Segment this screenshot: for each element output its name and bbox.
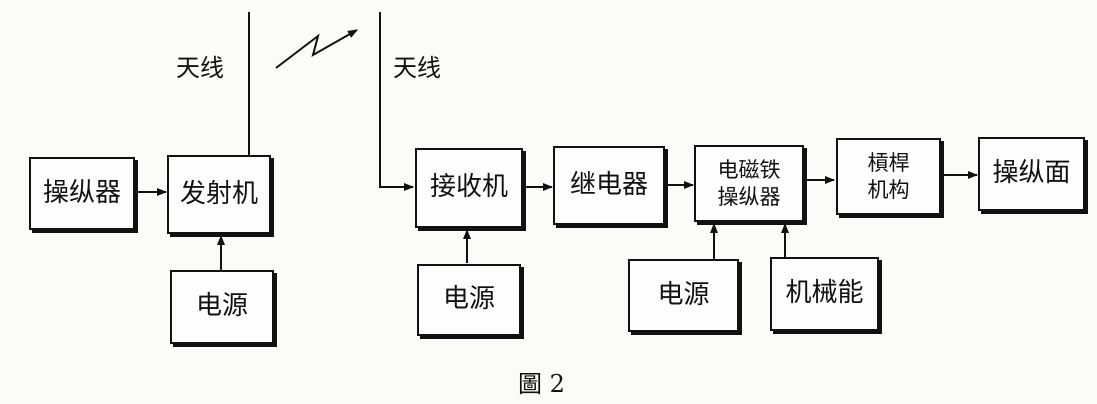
receiver-power-label: 电源	[442, 284, 495, 315]
em-actuator-line2: 操纵器	[717, 184, 781, 209]
em-actuator-box: 电磁铁 操纵器	[694, 145, 804, 222]
transmitter-power-box: 电源	[170, 270, 274, 344]
transmitter-power-label: 电源	[195, 291, 248, 322]
radio-wave-icon	[275, 29, 358, 69]
transmitter-box: 发射机	[167, 155, 271, 234]
em-actuator-line1: 电磁铁	[717, 158, 781, 183]
receiver-power-box: 电源	[417, 264, 521, 336]
em-actuator-label: 电磁铁 操纵器	[718, 157, 781, 210]
control-surface-label: 操纵面	[992, 158, 1071, 189]
controller-label: 操纵器	[42, 177, 121, 208]
actuator-power-label: 电源	[657, 279, 710, 310]
control-surface-box: 操纵面	[978, 137, 1085, 211]
controller-box: 操纵器	[29, 157, 135, 230]
receiver-box: 接收机	[415, 148, 523, 228]
transmitter-antenna-label: 天线	[176, 54, 224, 82]
mechanical-energy-box: 机械能	[770, 257, 879, 331]
linkage-line1: 槓桿	[867, 151, 910, 176]
receiver-label: 接收机	[429, 172, 508, 203]
relay-label: 继电器	[569, 169, 648, 200]
mechanical-energy-label: 机械能	[785, 278, 864, 309]
transmitter-label: 发射机	[179, 178, 258, 209]
relay-box: 继电器	[553, 146, 665, 225]
receiver-antenna-line	[379, 12, 414, 191]
figure-caption: 圖 2	[518, 370, 565, 398]
linkage-box: 槓桿 机构	[836, 138, 941, 215]
linkage-label: 槓桿 机构	[868, 150, 910, 203]
actuator-power-box: 电源	[628, 259, 739, 332]
receiver-antenna-label: 天线	[393, 54, 441, 82]
linkage-line2: 机构	[867, 177, 910, 202]
